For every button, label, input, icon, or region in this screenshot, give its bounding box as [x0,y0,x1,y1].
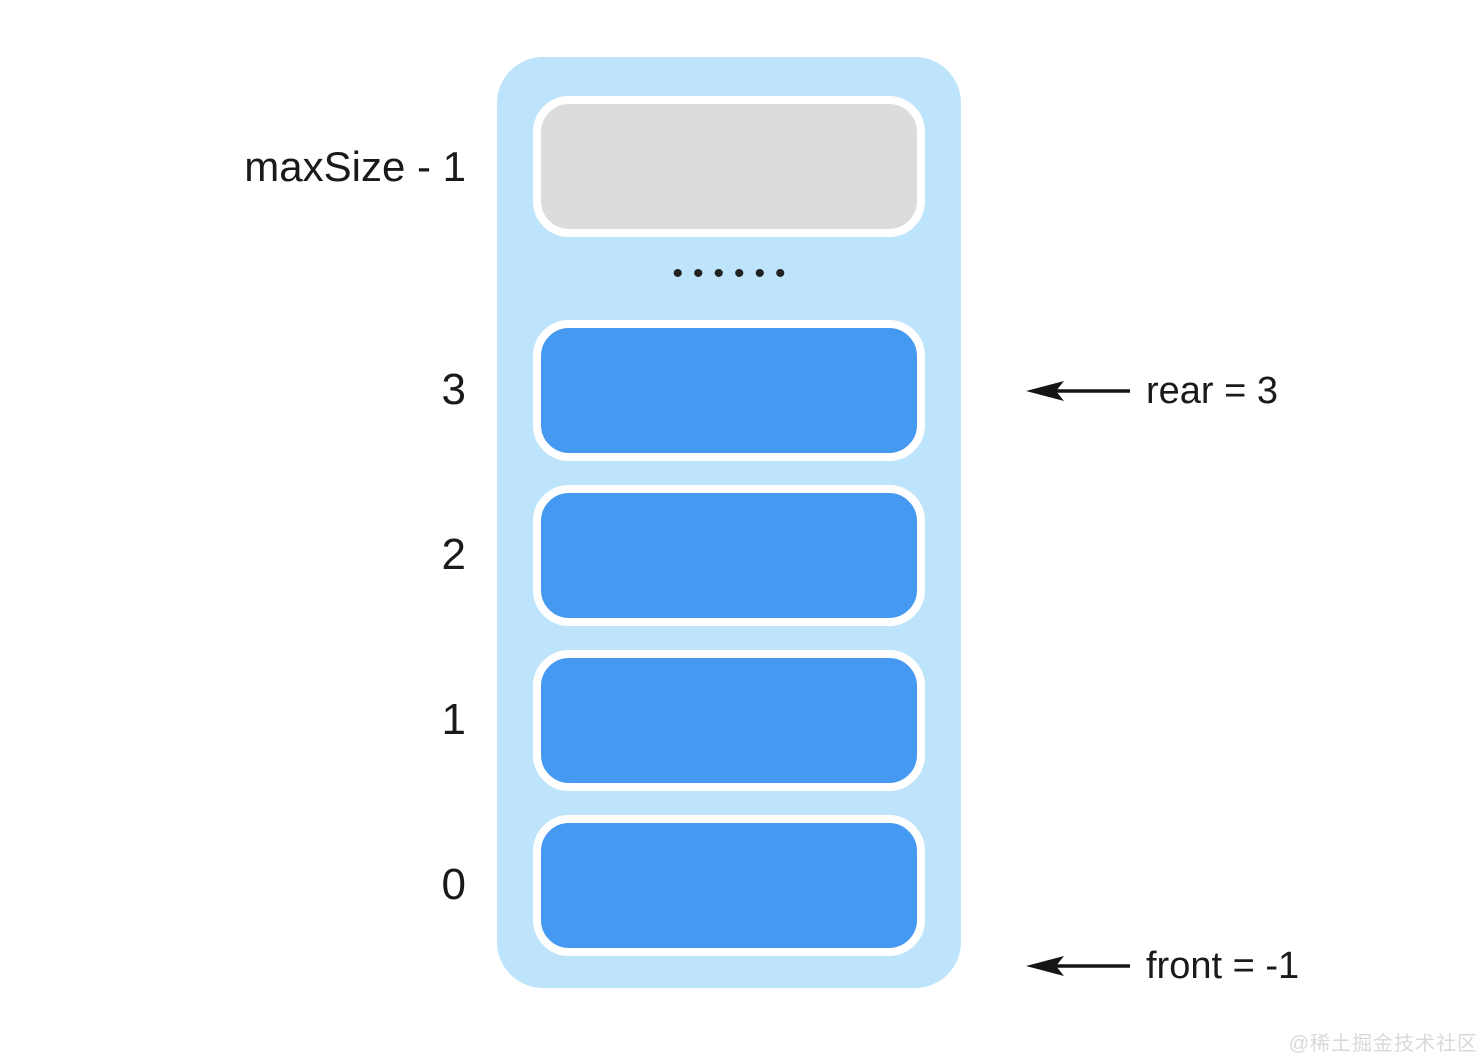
queue-slot-3 [533,320,925,461]
left-arrow-icon [1024,953,1132,979]
rear-pointer-label: rear = 3 [1146,369,1279,412]
queue-slot-empty-maxsize [533,96,925,237]
slot-index-label-2: 2 [441,530,466,579]
queue-slot-1 [533,650,925,791]
front-pointer: front = -1 [1024,940,1299,992]
slot-index-label-3: 3 [441,365,466,414]
front-pointer-label: front = -1 [1146,944,1300,987]
ellipsis-dots: •••••• [672,257,796,290]
left-arrow-icon [1024,378,1132,404]
queue-container: •••••• [497,57,961,988]
queue-slot-2 [533,485,925,626]
slot-index-label-maxsize: maxSize - 1 [244,143,466,190]
watermark: @稀土掘金技术社区 [1288,1033,1478,1055]
rear-pointer: rear = 3 [1024,365,1278,417]
slot-index-label-1: 1 [441,695,466,744]
queue-slot-0 [533,815,925,956]
slot-index-label-0: 0 [441,860,466,909]
